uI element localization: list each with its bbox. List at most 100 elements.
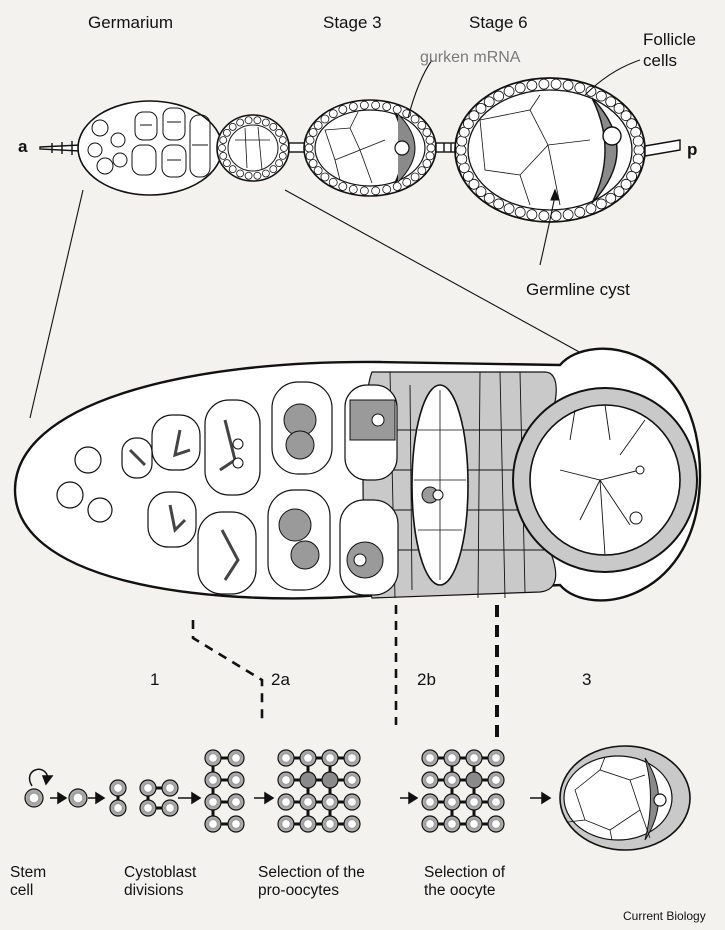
posterior-stalk: [645, 140, 680, 156]
gurken-label: gurken mRNA: [420, 48, 520, 68]
schematic-cell: [278, 816, 294, 832]
follicle-cell: [223, 129, 230, 136]
follicle-cell: [309, 128, 317, 136]
follicle-cell: [270, 123, 277, 130]
posterior-label: p: [687, 140, 697, 160]
schematic-cell: [444, 750, 460, 766]
follicle-cell: [494, 91, 504, 101]
stem-caption-2: cell: [10, 882, 33, 900]
follicle-cell: [504, 204, 514, 214]
follicle-cell: [494, 199, 504, 209]
schematic-cell: [488, 750, 504, 766]
gurken-pointer: [408, 60, 432, 118]
follicle-cell: [393, 182, 401, 190]
schematic-cell: [422, 772, 438, 788]
follicle-cell: [306, 136, 314, 144]
schematic-cell: [110, 780, 126, 796]
schematic-cell: [488, 772, 504, 788]
follicle-cell: [383, 103, 391, 111]
schematic-cell: [205, 816, 221, 832]
credit: Current Biology: [623, 909, 706, 923]
germline-cyst-label: Germline cyst: [526, 280, 630, 300]
cysto-caption-1: Cystoblast: [124, 864, 196, 882]
follicle-cell: [634, 145, 644, 155]
region-divisions: [193, 605, 396, 725]
follicle-cell: [426, 152, 434, 160]
schematic-cell: [444, 816, 460, 832]
follicle-cell: [372, 101, 380, 109]
follicle-cell: [633, 136, 643, 146]
follicle-cell: [339, 182, 347, 190]
schematic-cell: [25, 789, 43, 807]
region-3-label: 3: [582, 670, 591, 690]
schematic-cell: [205, 750, 221, 766]
follicle-cell: [596, 199, 606, 209]
follicle-cell: [457, 154, 467, 164]
schematic-cell: [488, 794, 504, 810]
follicle-cell: [551, 211, 561, 221]
follicle-cell: [575, 83, 585, 93]
schematic-cell: [444, 794, 460, 810]
follicle-cell: [426, 136, 434, 144]
follicle-cell: [459, 163, 469, 173]
schematic-cell: [488, 816, 504, 832]
follicle-cell: [606, 193, 616, 203]
follicle-cell: [539, 211, 549, 221]
follicle-cell: [349, 103, 357, 111]
schematic-cell: [140, 800, 156, 816]
final-egg-chamber: [560, 746, 690, 850]
stage6-header: Stage 6: [469, 13, 528, 33]
stage3-header: Stage 3: [323, 13, 382, 33]
follicle-cell: [314, 121, 322, 129]
schematic-cell: [300, 816, 316, 832]
schematic-row: [25, 750, 504, 832]
schematic-cell: [466, 816, 482, 832]
schematic-cell: [300, 794, 316, 810]
follicle-cell: [633, 154, 643, 164]
follicle-cell: [276, 160, 283, 167]
schematic-cell: [228, 750, 244, 766]
follicle-cell: [504, 86, 514, 96]
follicle-cell: [614, 187, 624, 197]
follicle-cell: [262, 170, 269, 177]
oocyte-caption-2: the oocyte: [424, 882, 496, 900]
schematic-cell: [466, 750, 482, 766]
follicle-cell: [229, 166, 236, 173]
follicle-cell: [306, 152, 314, 160]
follicle-cell: [403, 178, 411, 186]
follicle-cell: [423, 128, 431, 136]
follicle-cell: [631, 127, 641, 137]
follicle-cell: [418, 167, 426, 175]
germarium-header: Germarium: [88, 13, 173, 33]
schematic-cell: [322, 772, 338, 788]
follicle-cell: [360, 187, 368, 195]
follicle-cell: [427, 144, 435, 152]
follicle-cell: [223, 160, 230, 167]
follicle-cell: [456, 145, 466, 155]
schematic-cell: [422, 816, 438, 832]
anterior-stalk: [40, 145, 80, 151]
follicle-cell: [563, 80, 573, 90]
pro-caption-1: Selection of the: [258, 864, 365, 882]
follicle-cell: [563, 210, 573, 220]
follicle-cell: [254, 117, 261, 124]
schematic-cell: [444, 772, 460, 788]
follicle-cell: [383, 185, 391, 193]
follicle-cell: [411, 173, 419, 181]
follicle-cell: [281, 145, 288, 152]
follicle-cell: [220, 152, 227, 159]
stem-caption-1: Stem: [10, 864, 46, 882]
follicle-cell: [305, 144, 313, 152]
follicle-cell: [527, 80, 537, 90]
schematic-cell: [278, 794, 294, 810]
schematic-cell: [300, 772, 316, 788]
schematic-cell: [322, 794, 338, 810]
schematic-cell: [322, 750, 338, 766]
follicle-cell: [314, 167, 322, 175]
ovariole: [40, 78, 680, 222]
follicle-cell: [329, 110, 337, 118]
schematic-cell: [69, 789, 87, 807]
follicle-cell: [586, 204, 596, 214]
schematic-cell: [344, 772, 360, 788]
